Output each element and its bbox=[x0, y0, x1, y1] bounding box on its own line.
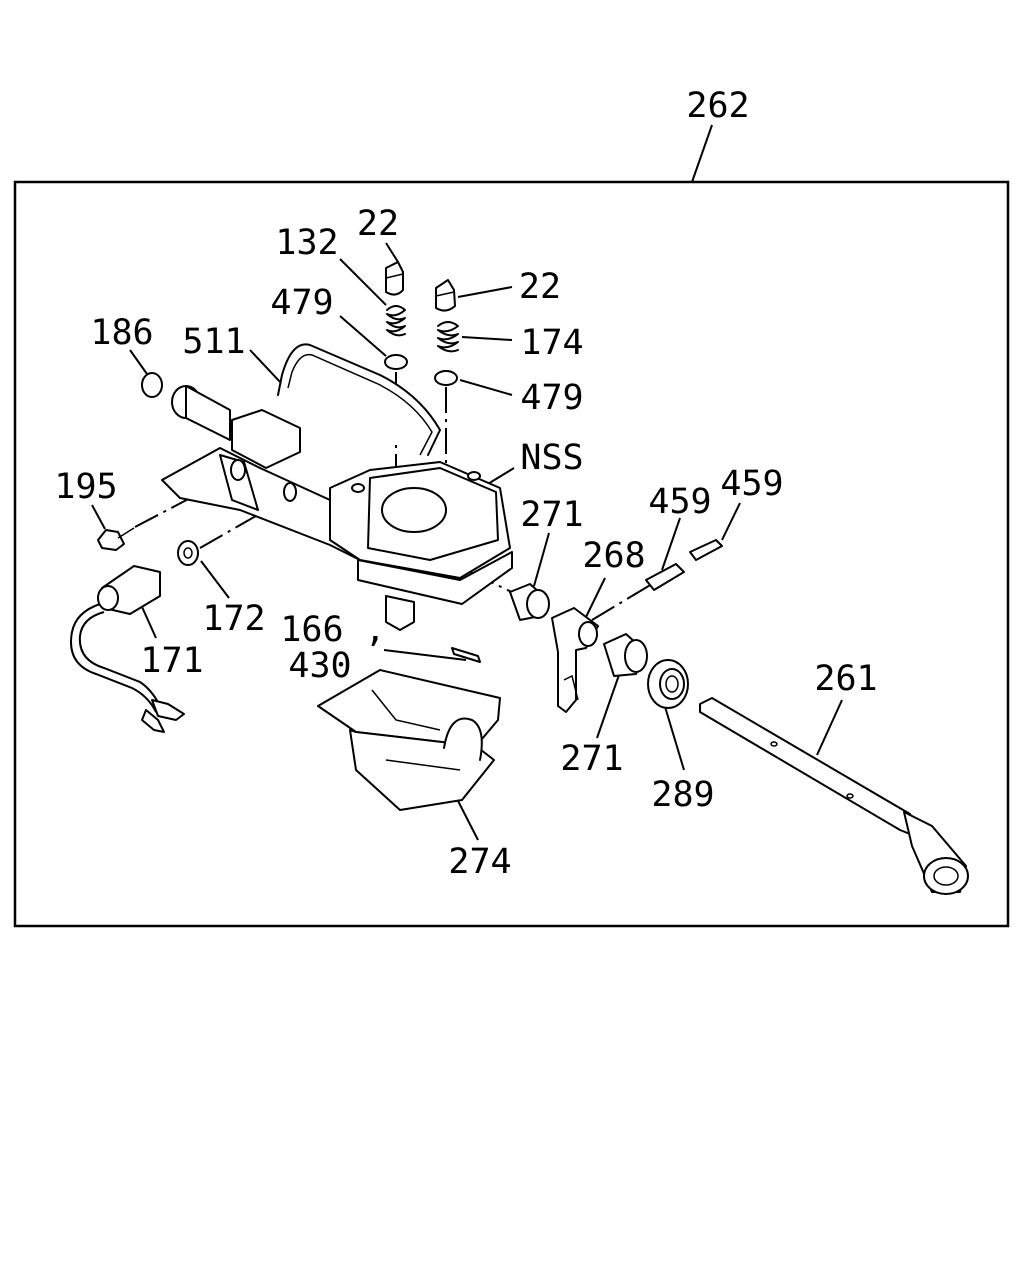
callout-459-short: 459 bbox=[720, 464, 783, 504]
callout-268: 268 bbox=[582, 536, 645, 576]
switch-171-part bbox=[70, 565, 185, 733]
callout-132: 132 bbox=[275, 223, 338, 263]
callout-479-right: 479 bbox=[520, 378, 583, 418]
oring-479-left-part bbox=[384, 354, 408, 370]
cap-22-right-part bbox=[435, 279, 456, 312]
callout-174: 174 bbox=[520, 323, 583, 363]
cover-274-part bbox=[317, 669, 501, 811]
callout-289: 289 bbox=[651, 775, 714, 815]
diagram-frame bbox=[13, 180, 1010, 928]
spring-132-part bbox=[386, 305, 406, 337]
callout-511: 511 bbox=[182, 322, 245, 362]
callout-459-long: 459 bbox=[648, 482, 711, 522]
callout-271-lower: 271 bbox=[560, 739, 623, 779]
washer-172-part bbox=[177, 540, 199, 566]
callout-430: 430 bbox=[288, 646, 351, 686]
pin-166-part bbox=[451, 647, 481, 663]
bolt-195-part bbox=[97, 527, 135, 551]
callout-172: 172 bbox=[202, 599, 265, 639]
lever-268-part bbox=[551, 607, 599, 713]
housing-part bbox=[161, 385, 513, 631]
bearing-289-part bbox=[647, 659, 689, 709]
callout-271-upper: 271 bbox=[520, 495, 583, 535]
roll-pin-459-long-part bbox=[645, 563, 685, 591]
roll-pin-459-short-part bbox=[689, 539, 723, 561]
callout-262: 262 bbox=[686, 86, 749, 126]
callout-22-left: 22 bbox=[357, 204, 399, 244]
callout-186: 186 bbox=[90, 313, 153, 353]
callout-274: 274 bbox=[448, 842, 511, 882]
spring-174-part bbox=[437, 321, 459, 353]
shaft-261-part bbox=[699, 697, 969, 895]
callout-479-left: 479 bbox=[270, 283, 333, 323]
callout-22-right: 22 bbox=[519, 267, 561, 307]
plug-186-part bbox=[141, 372, 163, 398]
oring-479-right-part bbox=[434, 370, 458, 386]
callout-171: 171 bbox=[140, 641, 203, 681]
callout-nss: NSS bbox=[520, 438, 583, 478]
bushing-271-lower-part bbox=[603, 633, 648, 677]
callout-195: 195 bbox=[54, 467, 117, 507]
cap-22-left-part bbox=[385, 261, 404, 296]
callout-labels: 262 22 22 132 174 479 479 186 511 195 17… bbox=[54, 86, 877, 882]
callout-261: 261 bbox=[814, 659, 877, 699]
callout-166: 166 , bbox=[280, 610, 385, 650]
bushing-271-upper-part bbox=[509, 583, 550, 621]
hose-511-part bbox=[277, 343, 441, 456]
